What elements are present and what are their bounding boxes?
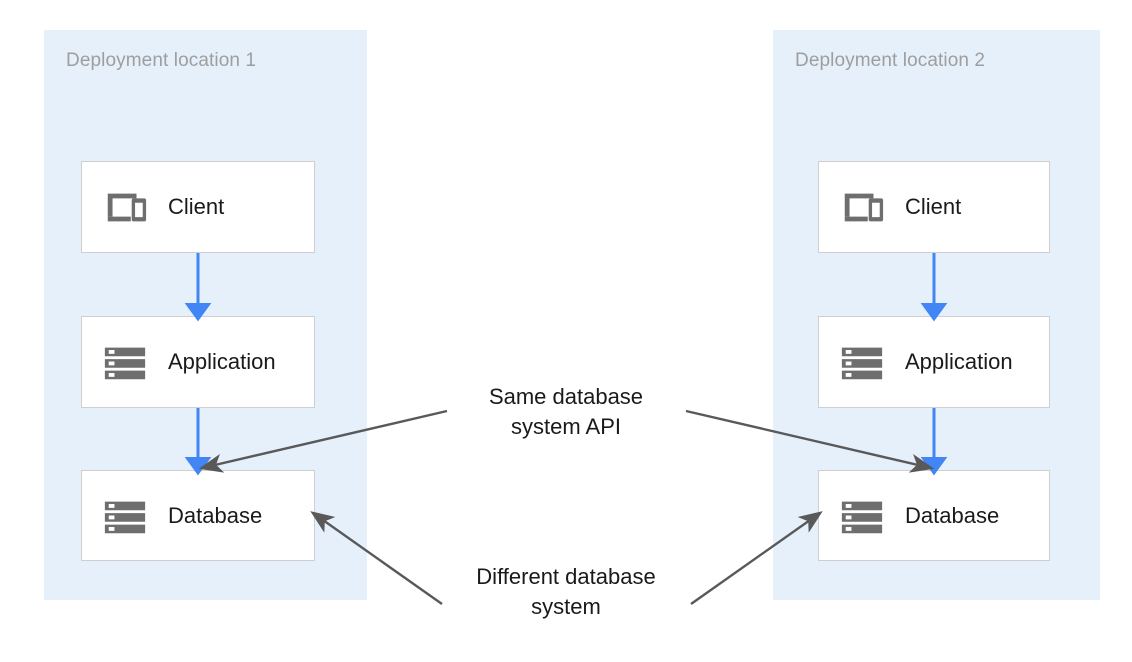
devices-icon bbox=[107, 193, 147, 222]
node-client-2-label: Client bbox=[905, 194, 962, 219]
database-icon bbox=[104, 501, 146, 533]
node-application-2-label: Application bbox=[905, 349, 1013, 374]
database-icon bbox=[841, 501, 883, 533]
node-client-1-label: Client bbox=[168, 194, 225, 219]
node-application-1[interactable]: Application bbox=[81, 316, 315, 408]
server-icon bbox=[841, 347, 883, 380]
annotation-same-database-api: Same database system API bbox=[488, 384, 644, 439]
annotation-different-database-system: Different database system bbox=[476, 564, 656, 619]
node-application-1-label: Application bbox=[168, 349, 276, 374]
server-icon bbox=[104, 347, 146, 380]
node-database-1[interactable]: Database bbox=[81, 470, 315, 561]
devices-icon bbox=[844, 193, 884, 222]
panel-1-label: Deployment location 1 bbox=[66, 50, 257, 71]
node-client-2[interactable]: Client bbox=[818, 161, 1050, 253]
node-client-1[interactable]: Client bbox=[81, 161, 315, 253]
node-application-2[interactable]: Application bbox=[818, 316, 1050, 408]
panel-2-label: Deployment location 2 bbox=[795, 50, 986, 71]
node-database-2[interactable]: Database bbox=[818, 470, 1050, 561]
node-database-2-label: Database bbox=[905, 502, 1000, 528]
node-database-1-label: Database bbox=[168, 502, 263, 528]
